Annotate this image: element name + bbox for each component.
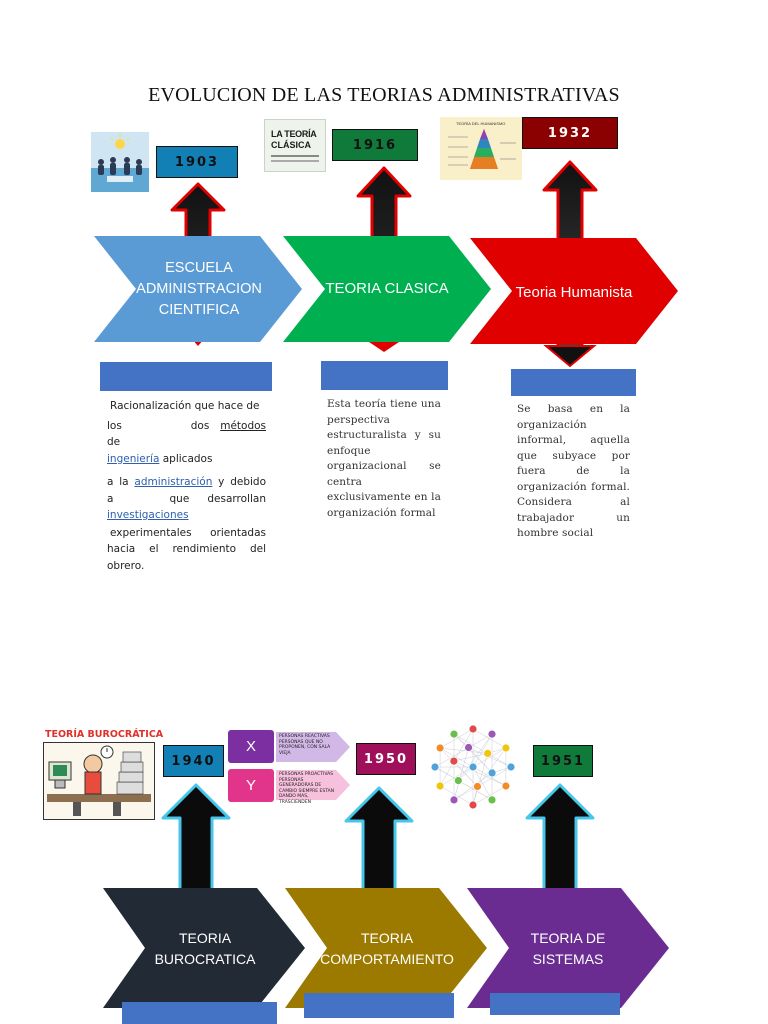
desc1-line1: Racionalización que hace de — [110, 400, 260, 412]
arrow-note-x — [276, 732, 350, 762]
arrow-up-1950 — [344, 786, 414, 895]
blue-bar-2 — [321, 361, 448, 390]
link-administracion[interactable]: administración — [134, 476, 213, 488]
chevron-teoria-comportamiento — [285, 888, 487, 1008]
desc-teoria-clasica: Esta teoría tiene una perspectiva estruc… — [327, 398, 441, 519]
piramide-title: TEORÍA DEL HUMANISMO — [456, 121, 506, 126]
desc1-w: dos — [190, 419, 210, 432]
note-y: PERSONAS PROACTIVAS PERSONAS GENERADORAS… — [279, 772, 337, 805]
note-y-2: PERSONAS GENERADORAS DE CAMBIO SIEMPRE E… — [279, 777, 335, 805]
desc-teoria-humanista: Se basa en la organización informal, aqu… — [517, 403, 630, 539]
blue-bar-1 — [100, 362, 272, 391]
chevron-teoria-humanista — [470, 238, 678, 344]
label-teoria-clasica: TEORIA CLASICA — [325, 279, 449, 297]
arrow-up-1940 — [161, 783, 231, 894]
desc1-metodos: métodos — [220, 419, 267, 432]
network-people-image — [430, 724, 516, 810]
desc1-w: y debido — [218, 476, 266, 488]
arrow-up-1951 — [525, 783, 595, 894]
clasica-cover-line1: LA TEORÍA — [271, 129, 317, 139]
label-escuela-cientifica: ESCUELA ADMINISTRACION CIENTIFICA — [136, 259, 262, 318]
note-x: PERSONAS REACTIVAS PERSONAS QUE NO PROPO… — [279, 734, 337, 756]
desc1-w: los — [107, 419, 122, 432]
desc1-w: a la — [107, 476, 129, 488]
desc1-w: a — [107, 492, 114, 505]
chevron-escuela-cientifica — [94, 236, 302, 342]
teoria-clasica-cover-image: LA TEORÍA CLÁSICA — [264, 119, 326, 172]
chevron-teoria-burocratica — [103, 888, 305, 1008]
box-y: Y — [228, 769, 274, 802]
page-title: EVOLUCION DE LAS TEORIAS ADMINISTRATIVAS — [148, 84, 620, 106]
desc1-w: que — [169, 492, 190, 505]
label-teoria-humanista: Teoria Humanista — [515, 283, 633, 301]
note-y-1: PERSONAS PROACTIVAS — [279, 772, 334, 777]
year-1903: 1903 — [156, 146, 238, 178]
blue-bar-6 — [490, 993, 620, 1015]
chevron-teoria-clasica — [283, 236, 491, 342]
note-x-1: PERSONAS REACTIVAS — [279, 734, 330, 739]
label-teoria-sistemas: TEORIA DE SISTEMAS — [530, 930, 606, 967]
teoria-burocratica-title: TEORÍA BUROCRÁTICA — [45, 729, 164, 740]
piramide-humanismo-image: TEORÍA DEL HUMANISMO — [440, 117, 522, 180]
desc1-w: hacia el rendimiento del — [107, 543, 266, 555]
year-1951: 1951 — [533, 745, 593, 777]
clasica-cover-line2: CLÁSICA — [271, 140, 311, 150]
link-investigaciones[interactable]: investigaciones — [107, 509, 189, 521]
chevron-teoria-sistemas — [467, 888, 669, 1008]
desc-escuela-cientifica: Racionalización que hace de los dos méto… — [107, 398, 266, 577]
box-x: X — [228, 730, 274, 763]
desc1-w: de — [107, 436, 121, 448]
year-1940: 1940 — [163, 745, 224, 777]
desc1-w: desarrollan — [207, 492, 266, 505]
bureaucrat-cartoon-image — [43, 742, 155, 820]
blue-bar-5 — [304, 993, 454, 1018]
year-1950: 1950 — [356, 743, 416, 775]
year-1932: 1932 — [522, 117, 618, 149]
team-lightbulb-image — [91, 132, 149, 192]
note-x-2: PERSONAS QUE NO PROPONEN, CON SALA VIEJA — [279, 739, 331, 756]
label-teoria-burocratica: TEORIA BUROCRATICA — [154, 930, 256, 967]
desc1-w: obrero. — [107, 559, 145, 572]
blue-bar-4 — [122, 1002, 277, 1024]
desc1-w: experimentales orientadas — [110, 526, 266, 539]
year-1916: 1916 — [332, 129, 418, 161]
arrow-note-y — [276, 770, 350, 800]
blue-bar-3 — [511, 369, 636, 396]
desc1-w: aplicados — [162, 452, 213, 465]
link-ingenieria[interactable]: ingeniería — [107, 452, 160, 465]
label-teoria-comportamiento: TEORIA COMPORTAMIENTO — [320, 930, 454, 967]
